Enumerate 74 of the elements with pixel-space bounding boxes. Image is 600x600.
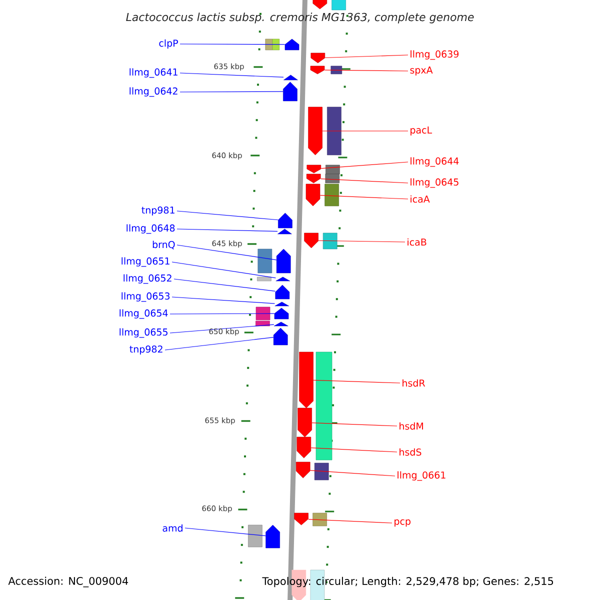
leader-line: [310, 448, 398, 452]
gene-label: icaA: [410, 195, 430, 203]
gene-label: hsdS: [400, 448, 422, 456]
gene-label: llmg_0661: [398, 471, 446, 481]
leader-line: [184, 528, 266, 536]
leader-line: [170, 313, 275, 314]
leader-line: [176, 228, 278, 232]
gene-block: [299, 352, 314, 408]
gene-label: spxA: [410, 66, 433, 76]
leader-line: [172, 262, 276, 278]
gene-block: [304, 232, 318, 248]
leader-line: [180, 44, 286, 45]
summary-text: Topology: circular; Length: 2,529,478 bp; Genes: 2,515: [262, 576, 554, 588]
gene-label: llmg_0655: [120, 328, 168, 338]
gene-block: [276, 248, 291, 274]
gene-label: hsdR: [402, 379, 426, 387]
leader-line: [170, 324, 274, 334]
gene-label: llmg_0644: [410, 157, 459, 167]
gene-label: llmg_0653: [122, 292, 170, 302]
accession-text: Accession: NC_009004: [8, 576, 128, 588]
gene-block: [274, 322, 288, 326]
leader-line: [320, 162, 408, 169]
gene-label: hsdM: [400, 422, 423, 430]
gene-label: tnp982: [130, 345, 162, 355]
gene-block: [284, 38, 300, 50]
gene-block: [312, 0, 328, 10]
gene-label: tnp981: [142, 206, 174, 216]
leader-line: [320, 178, 408, 184]
leader-line: [308, 519, 392, 524]
gene-block: [296, 436, 312, 458]
gene-block: [278, 228, 292, 234]
gene-label: pcp: [394, 519, 410, 527]
gene-label: clpP: [159, 39, 178, 49]
gene-label: llmg_0652: [124, 274, 172, 284]
gene-block: [296, 462, 310, 478]
leader-line: [324, 54, 408, 58]
leader-line: [164, 337, 274, 350]
gene-label: brnQ: [152, 240, 175, 250]
gene-label: llmg_0654: [120, 309, 168, 319]
gene-block: [308, 106, 322, 156]
gene-block: [275, 284, 290, 300]
gene-block: [284, 74, 298, 80]
gene-label: llmg_0645: [410, 178, 458, 188]
leader-line: [180, 72, 284, 78]
gene-block: [266, 524, 280, 548]
leader-line: [318, 240, 406, 242]
gene-label: icaB: [408, 238, 426, 246]
gene-block: [294, 512, 308, 526]
leader-line: [324, 70, 408, 72]
gene-block: [310, 66, 325, 74]
gene-label: llmg_0639: [410, 50, 459, 60]
leader-line: [176, 210, 278, 220]
gene-label: llmg_0641: [130, 68, 178, 78]
title: Lactococcus lactis subsp. cremoris MG1363, complete genome: [126, 12, 474, 24]
leader-line: [172, 296, 275, 304]
leader-line: [312, 422, 398, 426]
gene-label: llmg_0642: [130, 87, 178, 97]
gene-label: amd: [162, 524, 182, 532]
gene-block: [298, 408, 312, 438]
gene-label: llmg_0651: [122, 257, 170, 267]
gene-label: pacL: [410, 126, 432, 136]
leader-line: [313, 380, 400, 384]
gene-block: [306, 164, 322, 174]
gene-block: [274, 302, 290, 306]
leader-line: [174, 278, 276, 292]
gene-block: [276, 276, 290, 282]
gene-block: [306, 174, 321, 184]
leader-line: [176, 244, 277, 260]
gene-block: [310, 52, 326, 64]
leader-line: [322, 130, 408, 132]
leader-line: [310, 470, 396, 476]
leader-line: [180, 91, 284, 92]
leader-line: [320, 195, 408, 200]
gene-label: llmg_0648: [126, 224, 175, 234]
